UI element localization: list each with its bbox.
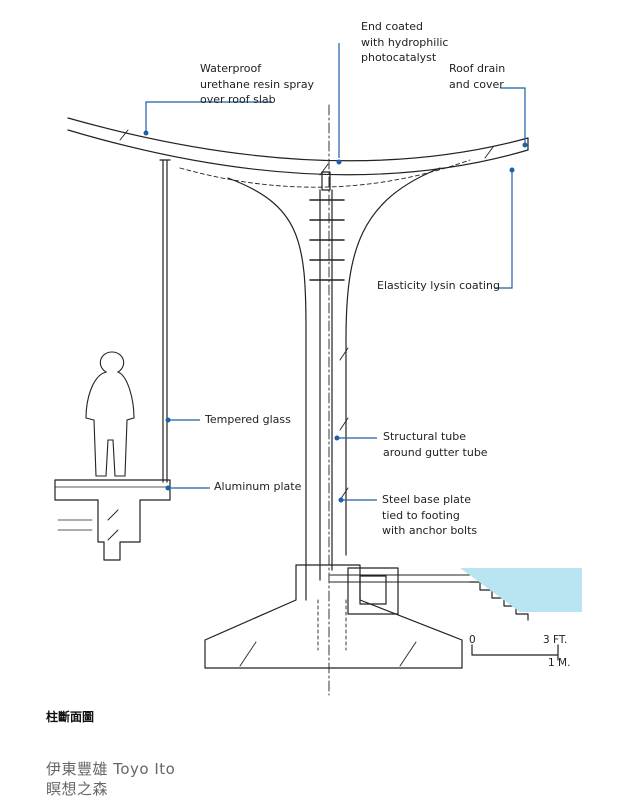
- label-roof-drain: Roof drain and cover: [449, 62, 509, 91]
- roof-slab-bottom: [67, 129, 529, 176]
- section-title: 柱斷面圖: [46, 710, 95, 724]
- label-structural-tube: Structural tube around gutter tube: [383, 430, 488, 459]
- label-end-coated: End coated with hydrophilic photocatalys…: [361, 20, 452, 64]
- roof-dashed-line: [179, 159, 471, 188]
- footing: [204, 564, 463, 669]
- label-tempered-glass: Tempered glass: [204, 413, 291, 426]
- credit-line1: 伊東豐雄 Toyo Ito: [46, 760, 176, 778]
- label-aluminum-plate: Aluminum plate: [214, 480, 302, 493]
- floor-slab: [54, 479, 171, 561]
- label-elasticity: Elasticity lysin coating: [377, 279, 500, 292]
- glass-wall: [162, 159, 168, 483]
- label-steel-base: Steel base plate tied to footing with an…: [382, 493, 477, 537]
- scale-bar: [471, 644, 559, 661]
- column-left-edge: [227, 177, 307, 601]
- scale-feet: 3 FT.: [543, 634, 567, 646]
- column-right-edge: [345, 167, 441, 556]
- scale-zero: 0: [469, 634, 476, 646]
- credit-line2: 瞑想之森: [46, 780, 109, 798]
- water: [460, 568, 582, 612]
- scale-meters: 1 M.: [548, 657, 570, 669]
- gutter-tube: [319, 189, 333, 581]
- roof-slab-top: [67, 117, 529, 162]
- person-figure: [85, 351, 135, 477]
- drain-box: [347, 567, 399, 615]
- label-waterproof: Waterproof urethane resin spray over roo…: [200, 62, 318, 106]
